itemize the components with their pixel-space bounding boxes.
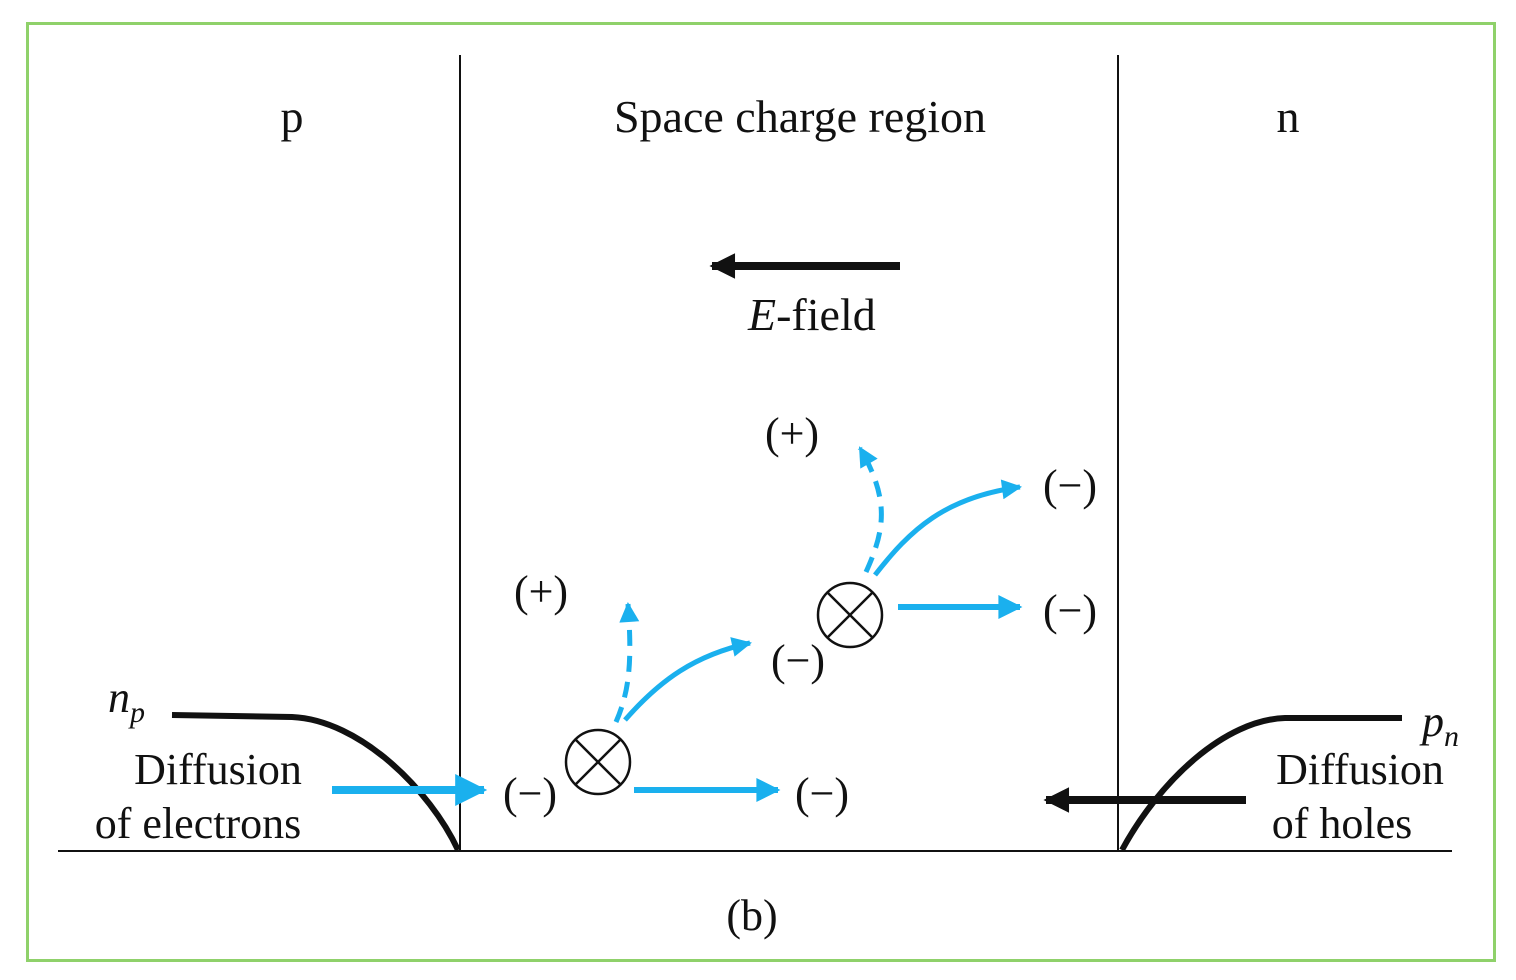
upper-curved-electron-arrow <box>873 479 1022 577</box>
charge-minus-left: (−) <box>503 769 557 818</box>
charge-plus-lower: (+) <box>514 567 568 616</box>
diffusion-electrons-line2: of electrons <box>95 799 301 848</box>
pn-sub: n <box>1444 720 1459 753</box>
np-curve <box>171 712 461 852</box>
diffusion-holes-line2: of holes <box>1272 799 1413 848</box>
charge-minus-bottom: (−) <box>795 769 849 818</box>
diagram-frame <box>26 22 1496 962</box>
pn-base: p <box>1419 697 1444 746</box>
upper-hole-dashed-arrow <box>857 446 884 574</box>
np-label: np <box>108 673 145 729</box>
generation-site-lower <box>564 728 632 796</box>
charge-minus-upper-right: (−) <box>1043 461 1097 510</box>
pn-label: pn <box>1419 697 1459 753</box>
e-field-label: E-field <box>747 289 876 340</box>
diffusion-electrons-line1: Diffusion <box>134 745 302 794</box>
lower-hole-dashed-arrow <box>613 602 640 724</box>
np-base: n <box>108 673 130 722</box>
charge-plus-upper: (+) <box>765 409 819 458</box>
np-sub: p <box>128 696 145 729</box>
diffusion-holes-line1: Diffusion <box>1276 745 1444 794</box>
figure-caption: (b) <box>726 891 777 940</box>
n-region-label: n <box>1277 91 1300 142</box>
e-field-symbol: E <box>747 289 776 340</box>
generation-site-upper <box>816 581 884 649</box>
space-charge-region-label: Space charge region <box>614 91 986 142</box>
lower-curved-electron-arrow <box>623 637 752 722</box>
charge-minus-mid: (−) <box>771 636 825 685</box>
e-field-text: -field <box>776 289 876 340</box>
p-region-label: p <box>281 91 304 142</box>
charge-minus-mid-right: (−) <box>1043 586 1097 635</box>
pn-curve <box>1119 715 1402 852</box>
